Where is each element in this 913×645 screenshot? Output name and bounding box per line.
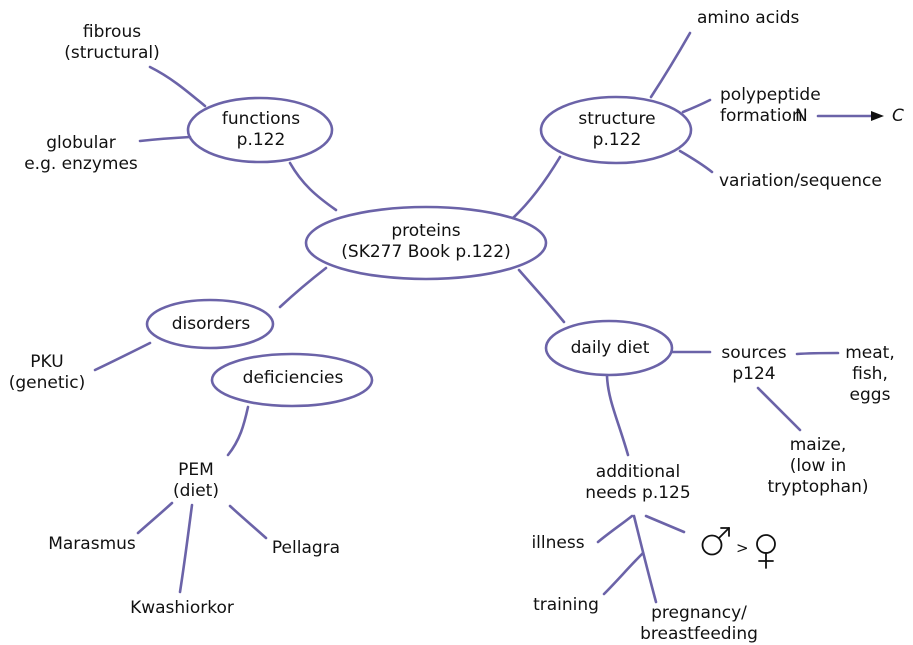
male-symbol-icon [701,527,730,556]
structure-node-bubble [539,95,693,165]
connector-center-disorders [278,266,328,309]
center-subtitle: (SK277 Book p.122) [341,242,511,262]
pregnancy-label: pregnancy/ breastfeeding [640,603,758,644]
connector-daily-diet-additional [605,374,630,457]
maize-label: maize, (low in tryptophan) [767,435,869,497]
functions-title: functions [221,109,301,129]
female-symbol-icon [756,534,776,569]
daily-diet-node-bubble [544,319,674,377]
greater-than-label: > [736,539,749,557]
disorders-node-bubble [145,298,275,350]
connector-structure-variation [678,149,714,174]
formation-label: formation [720,106,803,126]
variation-label: variation/sequence [719,171,882,191]
connector-deficiencies-pem [226,405,250,457]
connector-center-functions [288,161,338,212]
additional-needs-label: additional needs p.125 [585,462,691,503]
amino-acids-label: amino acids [697,8,800,28]
daily-diet-node-label: daily diet [570,338,650,358]
functions-page: p.122 [236,130,286,150]
kwashiorkor-label: Kwashiorkor [130,598,234,618]
center-node-label: proteins (SK277 Book p.122) [341,221,510,263]
functions-node-bubble [186,96,334,164]
connector-sources-maize [756,386,802,432]
connector-structure-amino-acids [649,31,692,99]
connector-pem-kwashiorkor [178,503,194,594]
connector-structure-polypeptide [681,98,712,114]
structure-page: p.122 [592,130,642,150]
structure-title: structure [578,109,656,129]
illness-label: illness [531,533,585,553]
connector-functions-globular [138,135,192,143]
center-node-bubble [304,205,548,281]
connector-pem-pellagra [228,504,268,540]
arrow-head-icon [871,111,884,121]
connector-center-daily-diet [517,268,566,324]
deficiencies-node-label: deficiencies [242,368,344,388]
disorders-node-label: disorders [171,314,251,334]
connector-additional-illness [596,514,634,544]
pem-label: PEM (diet) [173,460,219,501]
connector-functions-fibrous [148,65,207,108]
c-terminus-label: C [892,106,904,126]
pellagra-label: Pellagra [271,538,341,558]
connector-disorders-pku [93,341,152,372]
fibrous-label: fibrous (structural) [64,22,160,63]
structure-node-label: structure p.122 [578,109,655,151]
globular-label: globular e.g. enzymes [24,133,138,174]
pku-label: PKU (genetic) [8,352,86,393]
n-terminus-label: N [795,106,808,126]
connector-additional-gender [644,514,686,534]
center-title: proteins [391,221,461,241]
training-label: training [533,595,599,615]
connector-pregnancy-training [602,551,645,596]
connector-sources-meat [795,351,840,356]
connector-center-structure [511,155,562,220]
deficiencies-node-bubble [210,352,374,408]
sources-label: sources p124 [721,343,787,384]
meat-fish-eggs-label: meat, fish, eggs [845,343,895,405]
connector-pem-marasmus [136,501,174,535]
polypeptide-label: polypeptide [720,85,821,105]
marasmus-label: Marasmus [48,534,136,554]
functions-node-label: functions p.122 [222,109,300,151]
